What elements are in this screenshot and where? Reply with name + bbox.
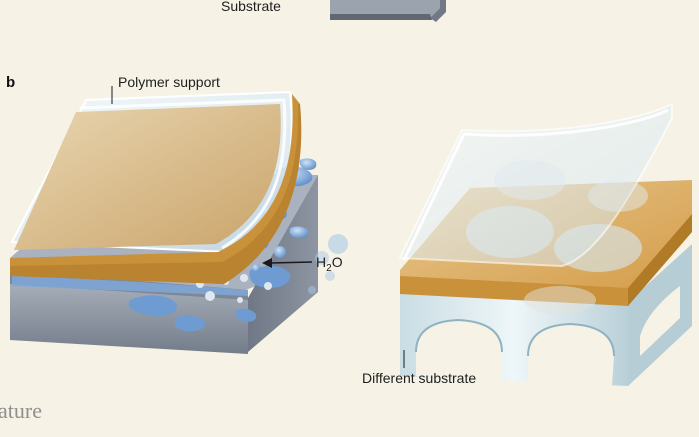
nature-logo: ature	[0, 398, 42, 423]
right-substrate-block	[400, 244, 692, 386]
water-arrow	[262, 258, 313, 268]
left-polymer-film	[10, 90, 302, 284]
top-substrate-remnant	[330, 0, 446, 22]
panel-letter: b	[6, 74, 16, 91]
water-label-h: H	[316, 254, 327, 270]
water-label: H2O	[316, 254, 343, 274]
top-substrate-label: Substrate	[221, 0, 281, 14]
polymer-support-label: Polymer support	[118, 74, 220, 90]
different-substrate-label: Different substrate	[362, 370, 477, 386]
water-label-subscript: 2	[326, 262, 332, 274]
water-label-o: O	[331, 254, 343, 270]
right-glass-support	[398, 102, 673, 268]
